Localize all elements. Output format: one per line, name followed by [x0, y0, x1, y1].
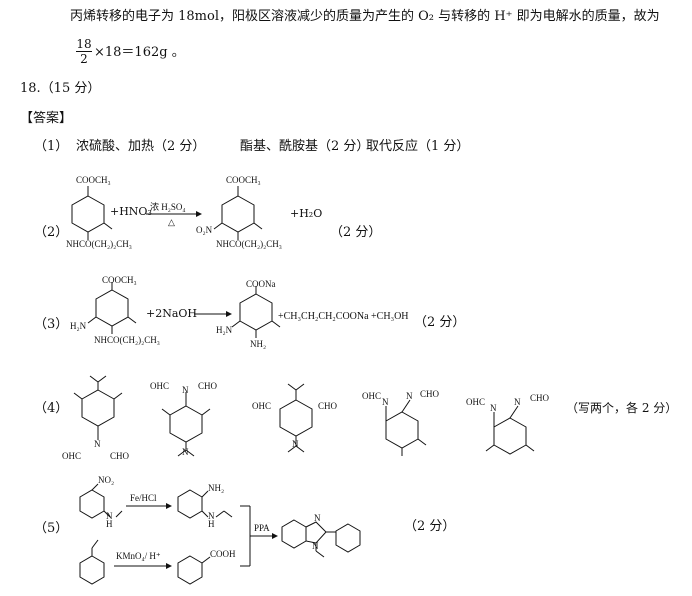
question-number: 18.（15 分）	[20, 81, 101, 96]
part3-reactant-h2n: H₂N	[70, 321, 87, 331]
part4-s2-cho: CHO	[198, 381, 218, 391]
part4-s2-n-top: N	[182, 385, 189, 395]
part5-no2: NO₂	[98, 475, 115, 485]
part2-score: （2 分）	[330, 225, 382, 240]
fraction-denominator: 2	[80, 52, 88, 66]
intro-line-1: 丙烯转移的电子为 18mol，阳极区溶液减少的质量为产生的 O₂ 与转移的 H⁺…	[70, 9, 660, 24]
part3-product-top: COONa	[246, 279, 276, 289]
part5-prod-n1: N	[314, 513, 321, 523]
part5-h2: H	[208, 519, 215, 529]
part5-n2: N	[208, 511, 215, 521]
part3-reagent: +2NaOH	[146, 307, 198, 320]
part5-ring-3	[79, 555, 105, 585]
part4-label: （4）	[34, 401, 69, 416]
part2-label: （2）	[34, 225, 69, 240]
part5-label: （5）	[34, 521, 69, 536]
part2-reactant-sub: NHCO(CH₂)₂CH₃	[66, 239, 132, 249]
part1-text-a: 浓硫酸、加热（2 分）	[76, 139, 206, 154]
part2-by-product: +H₂O	[290, 207, 323, 220]
part4-s5-n2: N	[514, 397, 521, 407]
part2-condition-top: 浓 H₂SO₄	[150, 202, 186, 212]
part5-ring-1	[79, 489, 105, 519]
part4-s4-n2: N	[406, 391, 413, 401]
part4-s3-ohc: OHC	[252, 401, 272, 411]
part3-score: （2 分）	[414, 315, 466, 330]
part2-product-top: COOCH₃	[226, 175, 261, 185]
part5-h1: H	[106, 519, 113, 529]
part2-condition-bottom: △	[168, 217, 175, 227]
part5-ring-2	[177, 489, 203, 519]
part3-reactant-sub: NHCO(CH₂)₂CH₃	[94, 335, 160, 345]
part3-product-nh2: NH₂	[250, 339, 267, 349]
part4-s5-cho: CHO	[530, 393, 550, 403]
part4-s4-ohc: OHC	[362, 391, 382, 401]
part5-nh2: NH₂	[208, 483, 225, 493]
part1-label: （1）	[34, 139, 69, 154]
part4-s4-n1: N	[382, 397, 389, 407]
part4-s5-ohc: OHC	[466, 397, 486, 407]
part4-s1-ohc: OHC	[62, 451, 82, 461]
part4-s1-cho: CHO	[110, 451, 130, 461]
part5-product-benzo-ring	[281, 519, 307, 549]
fraction-numerator: 18	[76, 37, 92, 52]
part5-ppa: PPA	[254, 523, 270, 533]
fraction: 18 2	[76, 38, 92, 65]
part5-score: （2 分）	[404, 519, 456, 534]
answer-heading: 【答案】	[20, 111, 73, 126]
part4-s2-n-bottom: N	[182, 447, 189, 457]
part2-reagent: +HNO₃	[110, 205, 152, 218]
part5-prod-n2: N	[312, 541, 319, 551]
part5-product-imidazole-ring	[305, 521, 327, 544]
part4-note: （写两个，各 2 分）	[566, 401, 678, 415]
intro-line-2: ×18＝162g 。	[94, 45, 185, 60]
part4-s1-n: N	[94, 439, 101, 449]
part4-s3-n: N	[292, 439, 299, 449]
part4-s3-cho: CHO	[318, 401, 338, 411]
part4-s4-cho: CHO	[420, 389, 440, 399]
part1-text-b: 酯基、酰胺基（2 分）	[240, 139, 370, 154]
part5-product-phenyl-ring	[335, 523, 361, 553]
part4-s2-ohc: OHC	[150, 381, 170, 391]
part2-product-sub: NHCO(CH₂)₂CH₃	[216, 239, 282, 249]
part5-ring-4	[177, 555, 203, 585]
part5-cooh: COOH	[210, 549, 236, 559]
part1-text-c: 取代反应（1 分）	[366, 139, 470, 154]
part2-reactant-top: COOCH₃	[76, 175, 111, 185]
part3-label: （3）	[34, 317, 69, 332]
part5-reagent-1: Fe/HCl	[130, 493, 157, 503]
part4-s5-n1: N	[490, 403, 497, 413]
part5-reagent-2: KMnO₄/ H⁺	[116, 551, 161, 561]
part5-n1: N	[106, 511, 113, 521]
part2-product-no2: O₂N	[196, 225, 213, 235]
part3-product-h2n: H₂N	[216, 325, 233, 335]
part3-by-product: +CH₃CH₂CH₂COONa +CH₃OH	[278, 311, 409, 322]
part3-reactant-top: COOCH₃	[102, 275, 137, 285]
